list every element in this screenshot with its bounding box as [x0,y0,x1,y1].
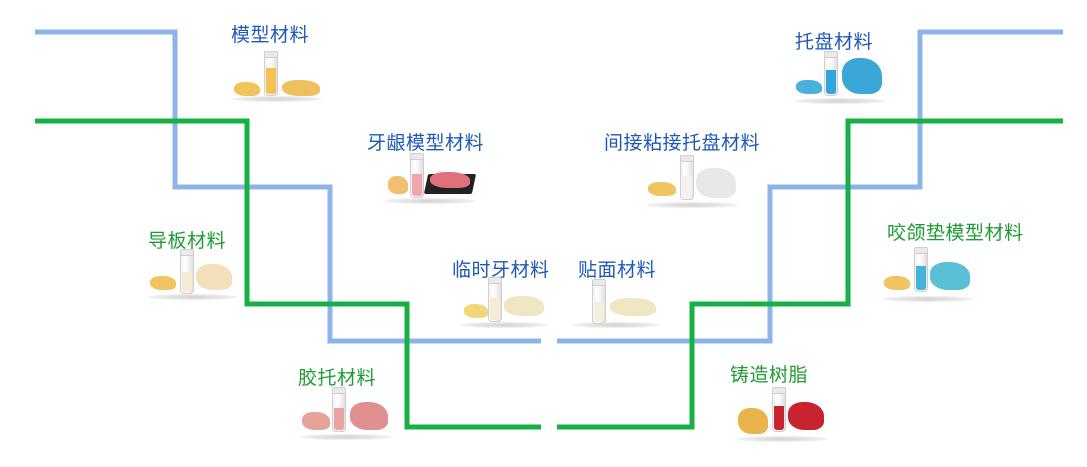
tray-material-product-image [794,48,886,104]
surgical-guide-material-product-image [148,248,238,300]
model-material-product-image [232,46,322,102]
label-denture-base-material: 胶托材料 [298,367,377,389]
temporary-tooth-material-product-image [460,277,548,328]
indirect-bonding-tray-material-product-image [646,152,738,208]
label-tray-material: 托盘材料 [795,31,874,53]
label-indirect-bonding-tray-material: 间接粘接托盘材料 [604,132,761,154]
label-surgical-guide-material: 导板材料 [148,230,227,252]
green-process-line-right [557,118,1063,430]
casting-resin-product-image [736,384,828,442]
label-model-material: 模型材料 [231,24,310,46]
bite-splint-model-material-product-image [882,244,974,302]
label-temporary-tooth-material: 临时牙材料 [452,259,550,281]
veneer-material-product-image [572,278,660,328]
green-process-line-left [35,118,541,430]
denture-base-material-product-image [300,384,392,440]
label-bite-splint-model-material: 咬颌垫模型材料 [887,222,1024,244]
label-casting-resin: 铸造树脂 [730,364,809,386]
label-veneer-material: 贴面材料 [578,259,657,281]
label-gingiva-model-material: 牙龈模型材料 [367,132,485,154]
gingiva-model-material-product-image [384,152,477,204]
blue-process-line-left [35,29,541,344]
blue-process-line-right [557,29,1063,344]
